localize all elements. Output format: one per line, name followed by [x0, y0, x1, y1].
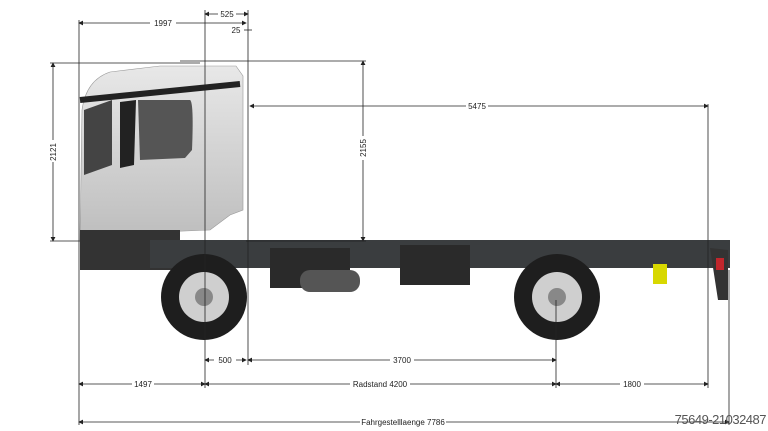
windshield	[84, 100, 112, 175]
label-rear-overhang: 1800	[623, 380, 641, 389]
battery-box	[400, 245, 470, 285]
label-axle-to-body: 500	[218, 356, 232, 365]
label-body-to-rear-axle: 3700	[393, 356, 411, 365]
label-overall-height: 2155	[359, 139, 368, 157]
front-wheel	[161, 254, 247, 340]
truck-illustration	[79, 65, 730, 340]
side-window	[138, 100, 193, 160]
label-small-offset: 25	[232, 26, 241, 35]
label-front-overhang: 1497	[134, 380, 152, 389]
air-tanks	[300, 270, 360, 292]
label-cab-gap: 525	[220, 10, 234, 19]
rear-wheel	[514, 254, 600, 340]
label-wheelbase: Radstand 4200	[353, 380, 408, 389]
watermark-id: 75649-21032487	[674, 412, 767, 427]
cab-stripe	[79, 81, 241, 103]
rear-light	[716, 258, 724, 270]
extension-lines	[50, 10, 730, 425]
step	[653, 264, 667, 284]
label-cab-height: 2121	[49, 143, 58, 161]
dimension-labels: 1997 525 25 2121 2155 5475 500 3700 1497…	[48, 9, 644, 427]
label-frame-length: 5475	[468, 102, 486, 111]
rear-bumper	[710, 248, 728, 300]
door-pillar	[120, 100, 136, 168]
label-cab-length: 1997	[154, 19, 172, 28]
label-chassis-length: Fahrgestelllaenge 7786	[361, 418, 445, 427]
